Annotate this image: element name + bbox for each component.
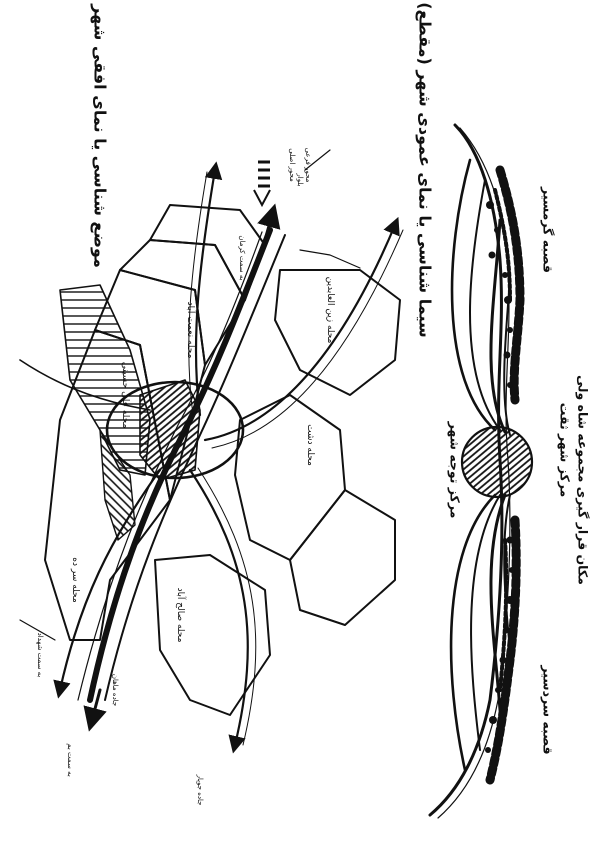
arc-5 <box>451 495 495 770</box>
corner-label-3: محور فرعی <box>304 148 312 183</box>
section-drawing <box>430 125 532 818</box>
district-outline-6 <box>235 395 345 560</box>
corner-label-2: بلوار <box>296 173 304 186</box>
section-title: سیما شناسی یا نمای عمودی شهر (مقطع) <box>416 2 435 337</box>
arc-1 <box>452 160 495 430</box>
section-right-label: قصبه سردسیر <box>541 665 556 754</box>
district-label-5: محله زین العابدین <box>325 277 335 344</box>
plan-legend <box>254 162 270 205</box>
road-label-5: جاده جوپار <box>196 775 204 806</box>
center-focus-circle <box>462 427 532 497</box>
plan-title: موضع شناسی یا نمای افقی شهر (پلان) <box>91 0 110 268</box>
district-label-4: محله دشت <box>305 424 315 466</box>
road-label-4: به سمت بم <box>66 743 74 777</box>
corner-label-1: محور اصلی <box>288 148 296 182</box>
district-label-6: محله علی حسینی <box>120 362 130 429</box>
section-core-label: مرکز شهر ثقت <box>558 403 573 498</box>
section-left-label: قصبه گرمسیر <box>541 187 556 273</box>
section-center-label: مرکز توجه شهر <box>448 422 463 519</box>
district-outline-8 <box>290 490 395 625</box>
section-landmark-label: مکان قرار گیری مجموعه شاه ولی <box>576 375 591 585</box>
road-east <box>205 225 395 440</box>
road-label-1: به سمت شهداد <box>36 633 44 678</box>
district-label-3: محله سر ده <box>70 557 80 602</box>
road-label-2: جاده ماهان <box>111 674 119 706</box>
road-label-3: به سمت کرمان <box>238 235 246 280</box>
district-outline-7 <box>275 270 400 395</box>
district-label-1: محله نعمت آباد <box>185 302 195 359</box>
plan-drawing <box>20 150 403 745</box>
district-label-2: محله صالح آباد <box>175 588 185 643</box>
